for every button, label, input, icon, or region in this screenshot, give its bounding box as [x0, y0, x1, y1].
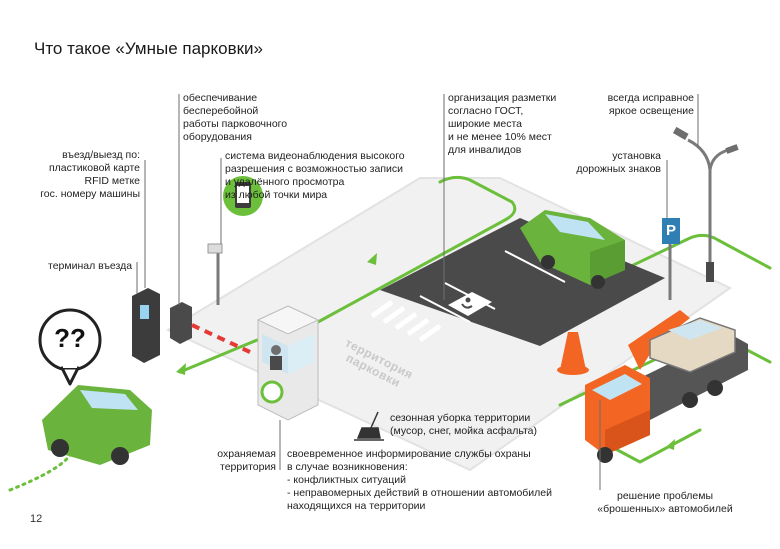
leader-lines	[136, 94, 699, 490]
question-icon: ??	[54, 323, 86, 353]
entry-terminal	[132, 288, 160, 363]
stripe	[504, 250, 566, 283]
arrow-1	[176, 363, 186, 375]
label-security: своевременное информирование службы охра…	[287, 448, 552, 512]
hatch	[370, 299, 394, 319]
entering-car	[42, 385, 152, 465]
question-bubble	[38, 308, 102, 386]
label-lighting: всегда исправное яркое освещение	[607, 92, 694, 117]
page-number: 12	[30, 513, 43, 525]
smartphone-icon	[223, 176, 263, 216]
stripe	[419, 295, 471, 323]
hatch-area	[370, 299, 442, 343]
route-entry	[178, 336, 264, 374]
street-lamp-icon	[687, 138, 729, 280]
label-terminal: терминал въезда	[48, 260, 133, 272]
label-guarded: охраняемая территория	[217, 448, 276, 473]
label-access: въезд/выезд по: пластиковой карте RFID м…	[40, 149, 140, 200]
parking-sign	[662, 218, 680, 300]
route-main	[316, 175, 517, 324]
page-title: Что такое «Умные парковки»	[34, 39, 263, 58]
broom-icon	[354, 411, 384, 441]
route-arrows	[176, 253, 675, 450]
label-signs: установка дорожных знаков	[576, 150, 661, 175]
disabled-parking-icon	[448, 292, 492, 316]
hatch	[394, 311, 418, 331]
parked-car	[520, 210, 625, 289]
arrow-2	[367, 253, 377, 265]
cctv-camera-icon	[207, 243, 223, 305]
label-equipment: обеспечивание бесперебойной работы парко…	[183, 92, 288, 143]
tow-truck	[585, 310, 748, 463]
label-cleaning: сезонная уборка территории (мусор, снег,…	[390, 412, 537, 437]
traffic-cone	[557, 332, 589, 375]
arrow-3	[666, 439, 675, 450]
label-cctv: система видеонаблюдения высокого разреше…	[225, 150, 405, 201]
route-right	[558, 233, 772, 302]
hatch	[418, 323, 442, 343]
guard-booth	[256, 305, 320, 421]
hatch	[382, 305, 406, 325]
label-abandoned: решение проблемы «брошенных» автомобилей	[597, 490, 733, 515]
parking-sign-icon: P	[665, 222, 676, 239]
label-marking: организация разметки согласно ГОСТ, широ…	[448, 92, 557, 156]
hatch	[406, 317, 430, 337]
barrier	[170, 302, 251, 354]
